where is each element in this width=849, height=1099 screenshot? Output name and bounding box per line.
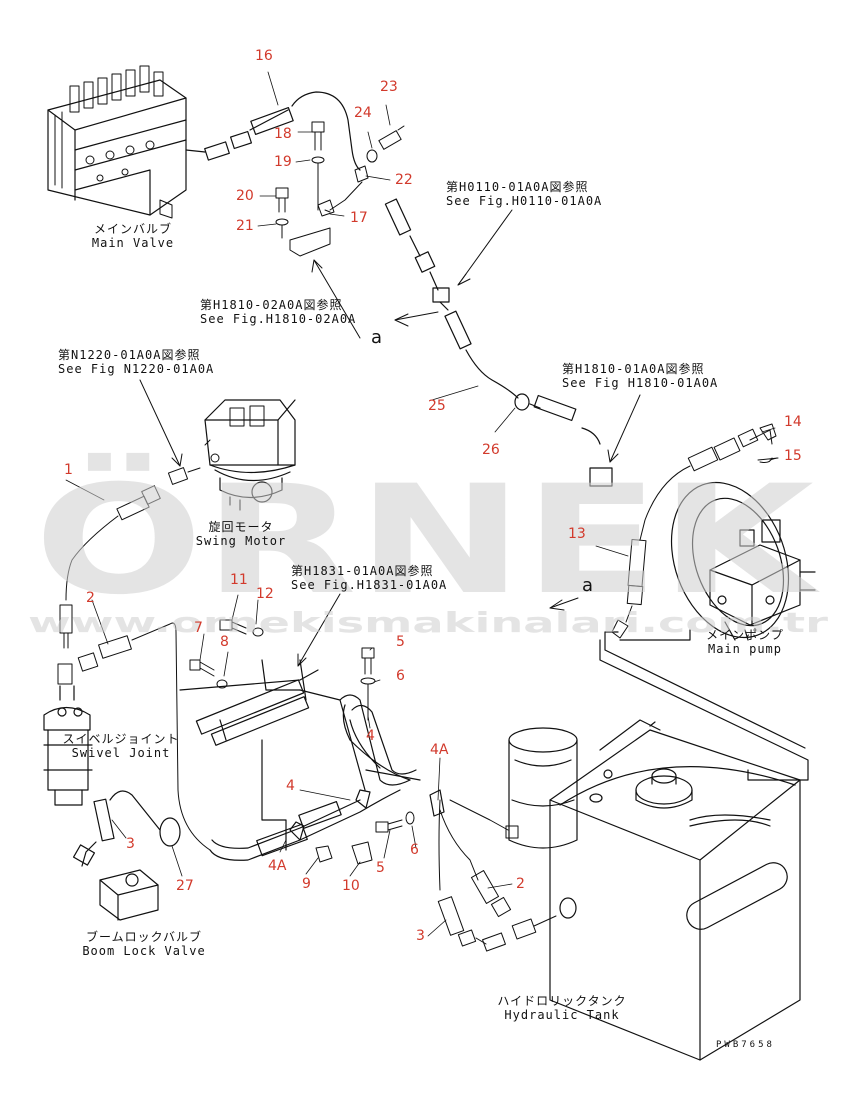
boom-lock-valve-drawing [72,790,181,921]
leader-lines [65,71,778,937]
swing-motor-label-jp: 旋回モータ [208,520,274,534]
callout-12: 12 [256,586,274,602]
hose-bundle-center [179,659,445,861]
callout-4A-right: 4A [430,742,449,758]
swing-motor-drawing [204,399,296,511]
main-valve-label-jp: メインバルブ [93,222,172,236]
callout-22: 22 [395,172,413,188]
callout-21: 21 [236,218,254,234]
hydraulic-tank-label-jp: ハイドロリックタンク [497,994,627,1008]
callout-27: 27 [176,878,194,894]
hydraulic-tank-label-en: Hydraulic Tank [504,1008,620,1022]
return-pipe [599,629,809,781]
fittings-14-15 [749,429,773,463]
ref-h1810-01-en: See Fig H1810-01A0A [562,376,719,390]
fittings-22-24 [329,125,405,211]
hose-1 [57,467,201,685]
callout-19: 19 [274,154,292,170]
callout-4A-bottom: 4A [268,858,287,874]
ref-h0110-jp: 第H0110-01A0A図参照 [446,180,589,194]
ref-h0110: 第H0110-01A0A図参照 See Fig.H0110-01A0A [446,180,602,208]
swing-motor-label: 旋回モータ Swing Motor [196,520,286,548]
ref-h1810-01-jp: 第H1810-01A0A図参照 [562,362,705,376]
bolts-5-6 [189,619,415,865]
callout-23: 23 [380,79,398,95]
drawing-code: PWB7658 [716,1040,775,1050]
ref-h1831-en: See Fig.H1831-01A0A [291,578,448,592]
callout-2-right: 2 [516,876,525,892]
ref-h1810-02-en: See Fig.H1810-02A0A [200,312,357,326]
hose-13 [611,423,779,639]
main-valve-drawing [47,65,187,219]
swivel-joint-label-en: Swivel Joint [71,746,171,760]
swivel-joint-label: スイベルジョイント Swivel Joint [62,732,179,760]
ref-h1810-01: 第H1810-01A0A図参照 See Fig H1810-01A0A [562,362,718,390]
callout-14: 14 [784,414,802,430]
connector-a-bottom: a [582,575,594,596]
callout-6-top: 6 [396,668,405,684]
connector-a-top: a [371,327,383,348]
callout-2-left: 2 [86,590,95,606]
callout-9: 9 [302,876,311,892]
callout-1: 1 [64,462,73,478]
main-pump-drawing [670,481,816,641]
callout-4-mid: 4 [286,778,295,794]
clamp-group-top [275,121,335,257]
callout-26: 26 [482,442,500,458]
hydraulic-tank-label: ハイドロリックタンク Hydraulic Tank [497,994,626,1022]
callout-11: 11 [230,572,248,588]
callout-13: 13 [568,526,586,542]
swivel-joint-drawing [43,685,93,806]
boom-lock-valve-label-jp: ブームロックバルブ [85,930,203,944]
callout-24: 24 [354,105,372,121]
ref-h1831: 第H1831-01A0A図参照 See Fig.H1831-01A0A [291,564,447,592]
callout-7: 7 [194,620,203,636]
main-valve-label: メインバルブ Main Valve [92,222,174,250]
main-pump-label: メインポンプ Main pump [706,628,784,656]
ref-h1810-02-jp: 第H1810-02A0A図参照 [200,298,343,312]
swing-motor-label-en: Swing Motor [195,534,287,548]
callout-8: 8 [220,634,229,650]
ref-h1831-jp: 第H1831-01A0A図参照 [291,564,434,578]
boom-lock-valve-label: ブームロックバルブ Boom Lock Valve [82,930,205,958]
callout-17: 17 [350,210,368,226]
callout-18: 18 [274,126,292,142]
main-valve-label-en: Main Valve [91,236,175,250]
hydraulic-tank-drawing [549,729,801,1061]
hose-25 [384,198,613,487]
callout-5-top: 5 [396,634,405,650]
main-pump-label-en: Main pump [707,642,783,656]
hose-2-swivel [77,622,211,851]
filter-canister [508,719,661,849]
hoses-near-tank [437,799,557,952]
callout-10: 10 [342,878,360,894]
swivel-joint-label-jp: スイベルジョイント [62,732,180,746]
callout-25: 25 [428,398,446,414]
callout-16: 16 [255,48,273,64]
ref-n1220: 第N1220-01A0A図参照 See Fig N1220-01A0A [58,348,214,376]
callout-5-bottom: 5 [376,860,385,876]
callout-3-right: 3 [416,928,425,944]
ref-n1220-jp: 第N1220-01A0A図参照 [58,348,201,362]
main-pump-label-jp: メインポンプ [706,628,784,642]
reference-arrows [139,209,641,667]
ref-h1810-02: 第H1810-02A0A図参照 See Fig.H1810-02A0A [200,298,356,326]
callout-4-top: 4 [366,728,375,744]
hose-16 [185,91,361,171]
boom-lock-valve-label-en: Boom Lock Valve [82,944,206,958]
ref-n1220-en: See Fig N1220-01A0A [58,362,215,376]
callout-20: 20 [236,188,254,204]
callout-6-bottom: 6 [410,842,419,858]
callout-15: 15 [784,448,802,464]
callout-3-left: 3 [126,836,135,852]
ref-h0110-en: See Fig.H0110-01A0A [446,194,603,208]
